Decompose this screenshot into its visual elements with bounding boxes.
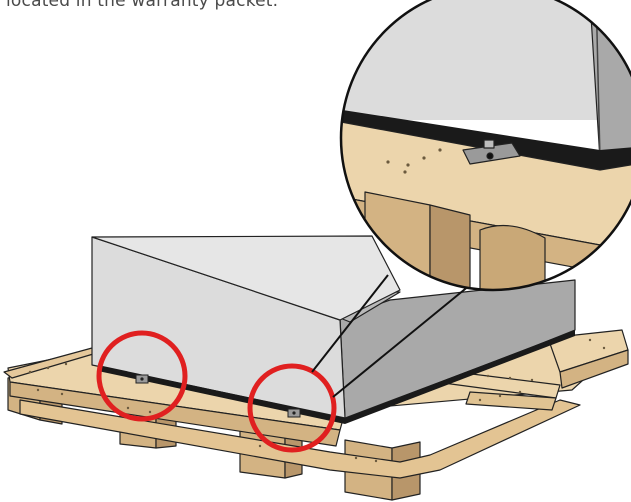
red-callout-circle-right bbox=[247, 363, 337, 453]
red-callout-circle-left bbox=[96, 330, 188, 422]
bracket-icon bbox=[135, 374, 149, 384]
bracket-icon bbox=[287, 408, 301, 418]
equipment-box bbox=[91, 235, 576, 424]
instruction-caption: located in the warranty packet. bbox=[6, 0, 279, 11]
